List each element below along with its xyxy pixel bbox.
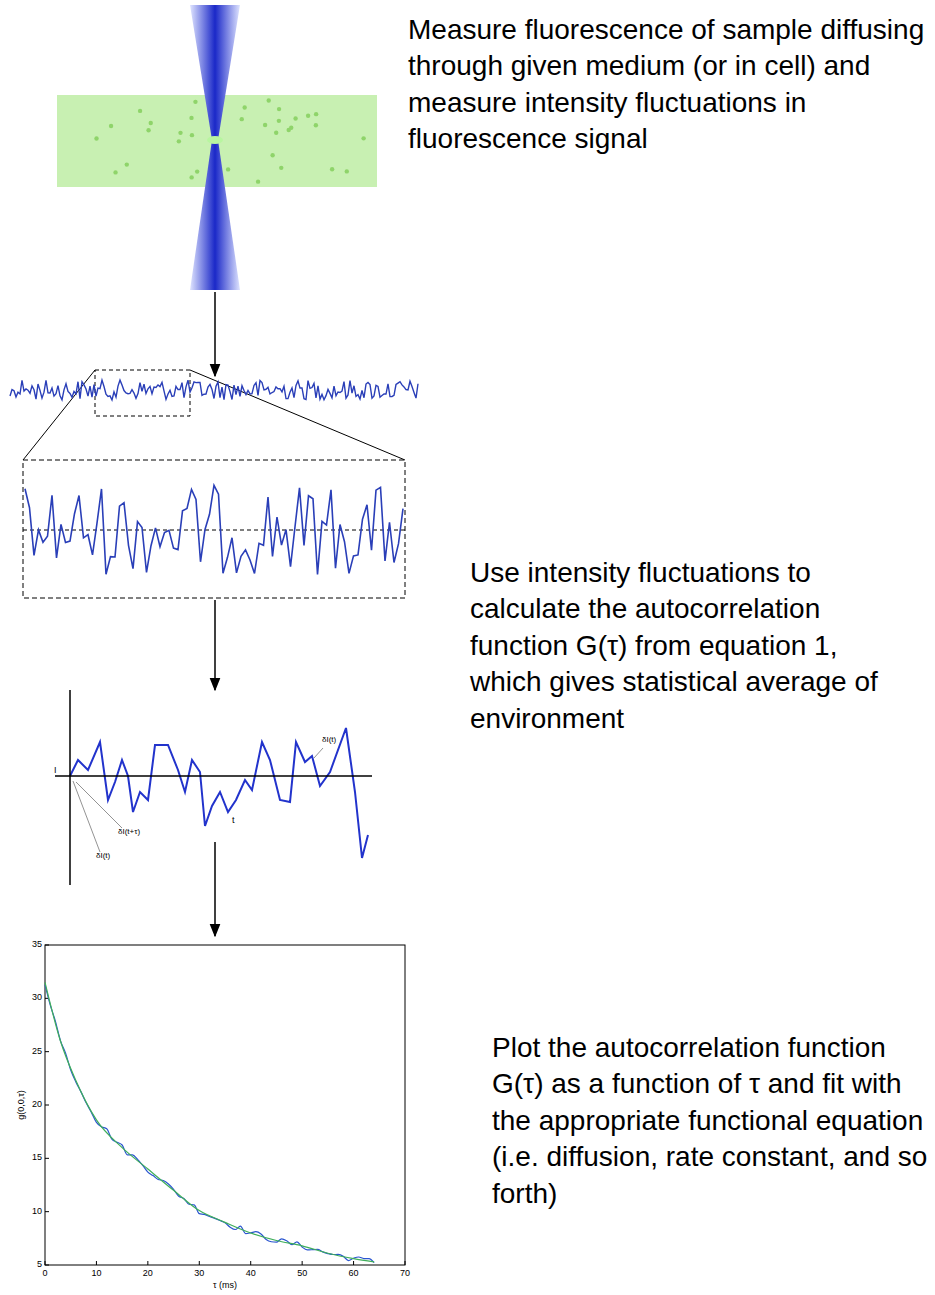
tick bbox=[96, 1261, 97, 1265]
flow-arrow bbox=[214, 600, 216, 690]
molecule bbox=[277, 107, 281, 111]
molecule bbox=[190, 133, 194, 137]
molecule bbox=[306, 114, 310, 118]
molecule bbox=[330, 167, 334, 171]
molecule bbox=[274, 131, 278, 135]
tick bbox=[45, 1211, 49, 1212]
molecule bbox=[314, 123, 318, 127]
tick bbox=[302, 1261, 303, 1265]
tick-label: 60 bbox=[349, 1269, 359, 1279]
molecule bbox=[240, 117, 244, 121]
tick bbox=[45, 1051, 49, 1052]
molecules bbox=[94, 98, 366, 184]
molecule bbox=[113, 170, 117, 174]
fluctuation-sketch bbox=[70, 728, 368, 858]
molecule bbox=[146, 128, 150, 132]
molecule bbox=[178, 131, 182, 135]
tick-label: 20 bbox=[143, 1269, 153, 1279]
molecule bbox=[287, 128, 291, 132]
flow-arrow bbox=[214, 842, 216, 936]
tick-label: 35 bbox=[32, 940, 42, 950]
signal-label: δI(t) bbox=[96, 852, 110, 861]
tick bbox=[250, 1261, 251, 1265]
tick bbox=[147, 1261, 148, 1265]
signal-traces bbox=[10, 380, 418, 858]
molecule bbox=[226, 167, 230, 171]
tick bbox=[45, 1265, 49, 1266]
molecule bbox=[263, 123, 267, 127]
molecule bbox=[293, 116, 297, 120]
tick bbox=[353, 1261, 354, 1265]
laser-beam bbox=[190, 140, 240, 290]
zoomed-trace bbox=[25, 485, 403, 574]
tick-label: 40 bbox=[246, 1269, 256, 1279]
molecule bbox=[149, 121, 153, 125]
tick-label: 70 bbox=[400, 1269, 410, 1279]
molecule bbox=[256, 179, 260, 183]
tick bbox=[45, 1158, 49, 1159]
autocorrelation-plot bbox=[45, 945, 405, 1265]
molecule bbox=[177, 139, 181, 143]
tick bbox=[45, 1261, 46, 1265]
zoom-line bbox=[23, 370, 95, 460]
leader-line bbox=[73, 748, 323, 852]
tick bbox=[405, 1261, 406, 1265]
molecule bbox=[279, 166, 283, 170]
tick-label: 5 bbox=[37, 1260, 42, 1270]
axis-title: τ (ms) bbox=[213, 1281, 237, 1291]
molecule bbox=[267, 98, 271, 102]
data-curve bbox=[45, 985, 374, 1263]
zoom-box bbox=[23, 460, 405, 598]
molecule bbox=[270, 153, 274, 157]
molecule bbox=[138, 109, 142, 113]
axis-label: t bbox=[232, 816, 235, 826]
mean-line bbox=[23, 530, 405, 531]
tick-label: 50 bbox=[297, 1269, 307, 1279]
molecule bbox=[361, 136, 365, 140]
signal-label: δI(t+τ) bbox=[118, 828, 140, 837]
axis bbox=[69, 690, 71, 885]
zoom-region bbox=[95, 370, 190, 416]
step-text: Measure fluorescence of sample diffusing… bbox=[408, 12, 928, 158]
tick-label: 15 bbox=[32, 1153, 42, 1163]
fit-curve bbox=[45, 982, 374, 1261]
molecule bbox=[345, 169, 349, 173]
molecule bbox=[125, 162, 129, 166]
molecule bbox=[193, 100, 197, 104]
tick bbox=[45, 945, 49, 946]
focal-volume bbox=[207, 136, 223, 144]
fluorescence-trace bbox=[10, 380, 418, 400]
plot-frame bbox=[45, 945, 405, 1265]
flow-arrow bbox=[214, 292, 216, 376]
step-text: Use intensity fluctuations to calculate … bbox=[470, 555, 888, 737]
tick-label: 10 bbox=[91, 1269, 101, 1279]
tick-label: 0 bbox=[42, 1269, 47, 1279]
tick-label: 30 bbox=[32, 993, 42, 1003]
signal-label: δI(t) bbox=[322, 736, 336, 745]
tick-label: 10 bbox=[32, 1207, 42, 1217]
molecule bbox=[314, 112, 318, 116]
molecule bbox=[277, 119, 281, 123]
tick-label: 30 bbox=[194, 1269, 204, 1279]
molecule bbox=[242, 105, 246, 109]
tick-label: 20 bbox=[32, 1100, 42, 1110]
molecule bbox=[109, 124, 113, 128]
molecule bbox=[189, 116, 193, 120]
tick-label: 25 bbox=[32, 1047, 42, 1057]
molecule bbox=[94, 136, 98, 140]
axis bbox=[55, 775, 372, 777]
step-text: Plot the autocorrelation function G(τ) a… bbox=[492, 1030, 928, 1212]
tick bbox=[45, 1105, 49, 1106]
tick bbox=[199, 1261, 200, 1265]
molecule bbox=[189, 175, 193, 179]
molecule bbox=[195, 169, 199, 173]
laser-beam bbox=[190, 5, 240, 140]
axis-title: g(0,0,τ) bbox=[17, 1090, 27, 1120]
axis-label: I bbox=[54, 766, 57, 776]
